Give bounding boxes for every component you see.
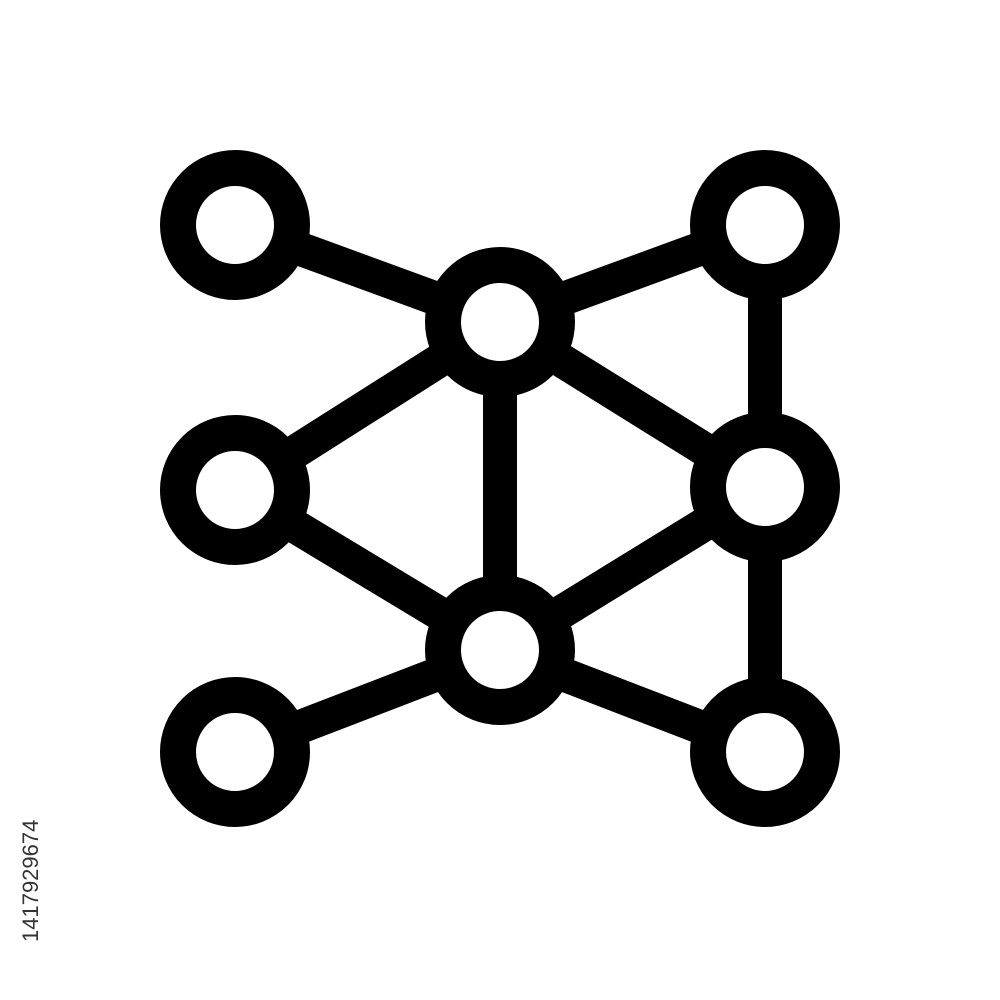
stock-id-label: 1417929674: [18, 819, 43, 942]
node-mid-left: [160, 415, 310, 565]
node-bottom-left: [160, 677, 310, 827]
node-mid-right: [690, 412, 840, 562]
nodes: [160, 150, 840, 827]
node-center-bottom: [425, 575, 575, 725]
node-top-left: [160, 150, 310, 300]
node-bottom-right: [690, 677, 840, 827]
node-top-right: [690, 150, 840, 300]
node-center-top: [425, 247, 575, 397]
